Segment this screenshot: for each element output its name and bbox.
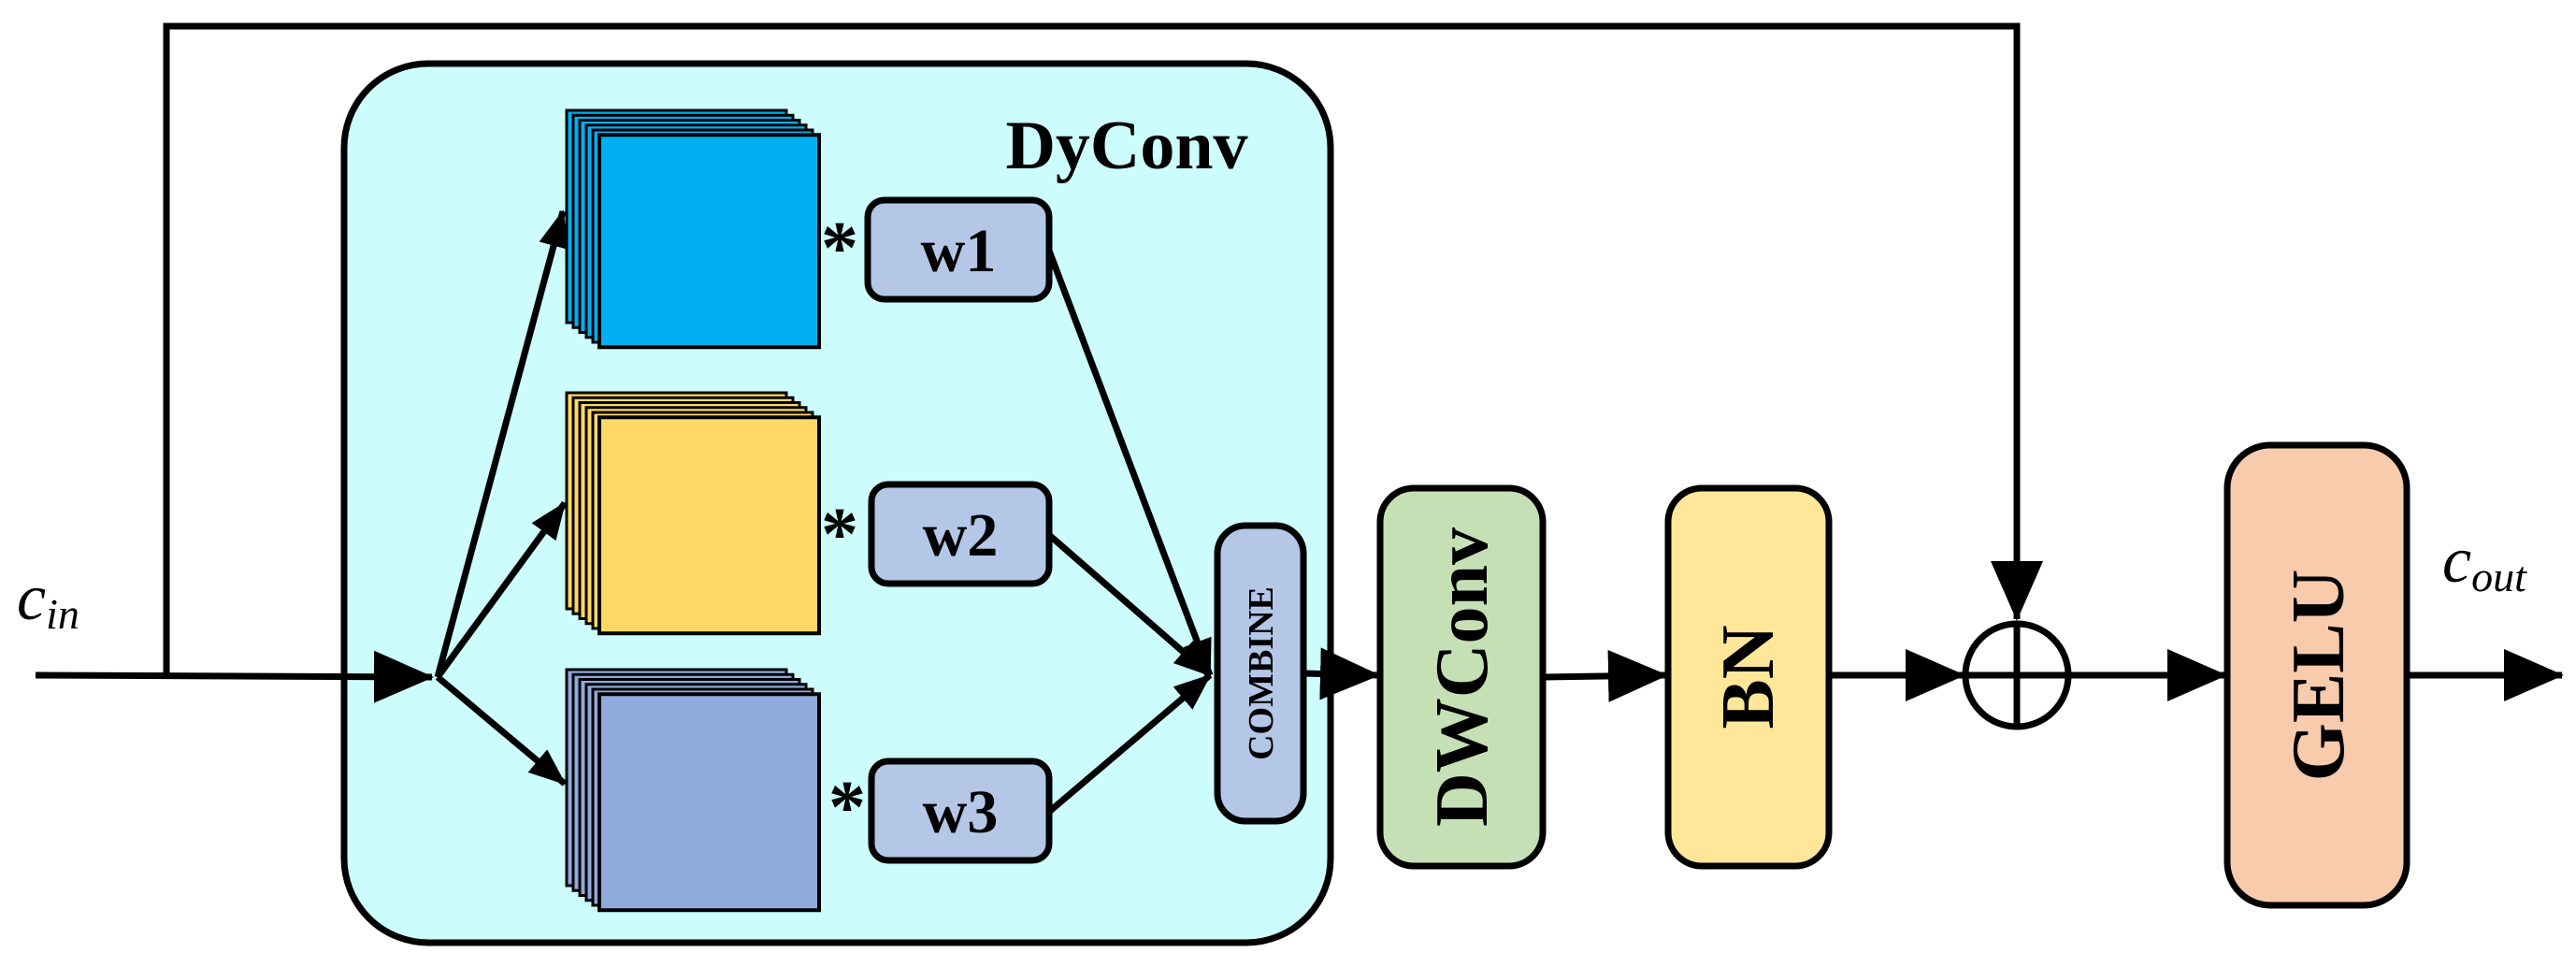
dwconv-to-bn-arrow <box>1542 649 1668 702</box>
weight-label-2: w2 <box>923 501 999 570</box>
dyconv-title: DyConv <box>1005 108 1247 184</box>
kernel-stack-2 <box>565 391 821 636</box>
input-wire <box>35 650 434 703</box>
branch-arrow-3 <box>435 674 568 787</box>
add-circle-icon <box>1962 620 2072 730</box>
kernel-stack-1 <box>565 108 821 350</box>
weight-label-3: w3 <box>923 778 999 846</box>
kernel-layer <box>597 415 821 636</box>
combine-label: COMBINE <box>1242 586 1281 760</box>
branch-arrow-1 <box>434 209 568 678</box>
c-out-label: cout <box>2442 525 2527 600</box>
weight-to-combine-2 <box>1046 532 1213 678</box>
weight-to-combine-3 <box>1046 672 1213 815</box>
kernel-layer <box>597 692 821 913</box>
dwconv-label: DWConv <box>1421 527 1504 827</box>
bn-label: BN <box>1707 625 1790 729</box>
weight-label-1: w1 <box>921 217 997 285</box>
gelu-label: GELU <box>2278 570 2360 782</box>
kernel-stack-3 <box>565 668 821 913</box>
weight-to-combine-1 <box>1045 249 1214 677</box>
skip-connection <box>163 22 2043 675</box>
kernel-stacks <box>565 108 821 913</box>
combine-to-dwconv-arrow <box>1302 647 1380 700</box>
weight-box-2 <box>868 481 1053 587</box>
multiply-sign-2: * <box>821 494 858 576</box>
weight-box-1 <box>864 196 1053 303</box>
multiply-sign-3: * <box>828 767 866 849</box>
kernel-layer <box>597 133 821 350</box>
multiply-sign-1: * <box>821 208 858 290</box>
c-in-label: cin <box>17 562 79 638</box>
branch-arrow-2 <box>435 500 568 680</box>
